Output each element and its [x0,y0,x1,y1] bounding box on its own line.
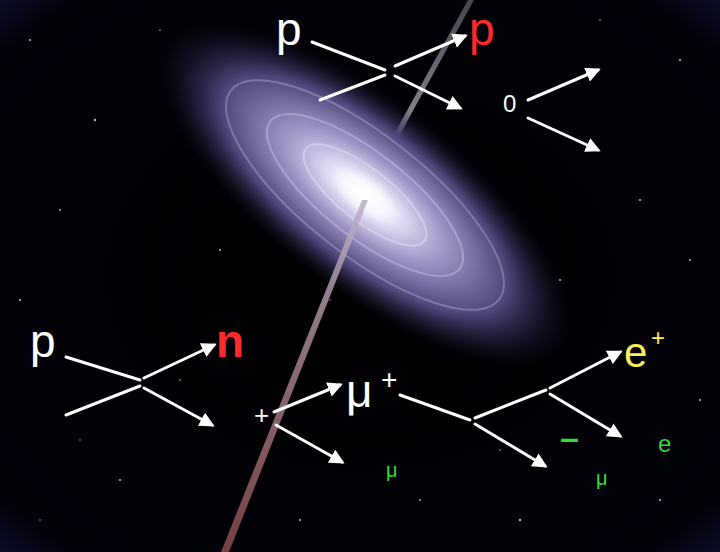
antiparticle-bar: – [560,420,579,454]
subscript-label: μ [596,468,608,488]
particle-symbol: e [624,332,647,374]
charge-label: + [254,402,269,428]
charge-label: 0 [503,92,516,116]
particle-symbol: p [30,318,56,364]
subscript-label: e [658,432,671,456]
particle-symbol: μ [346,368,373,414]
particle-symbol: p [276,6,302,52]
subscript-label: μ [386,460,398,480]
particle-symbol: n [216,318,244,364]
particle-symbol: p [469,6,495,52]
charge-label: + [651,326,665,350]
charge-label: + [381,366,397,394]
